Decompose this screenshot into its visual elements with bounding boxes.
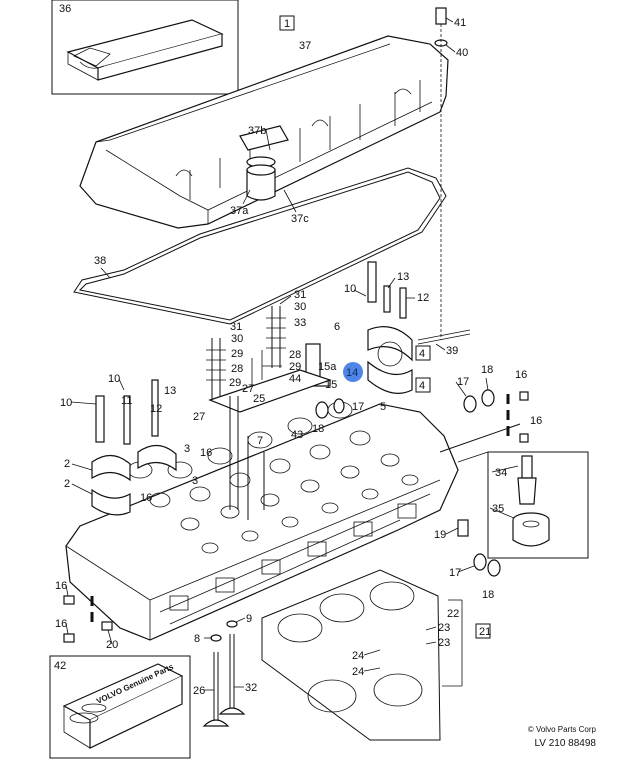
label-43: 43 <box>291 429 303 441</box>
rocker-assembly <box>206 306 332 413</box>
label-21: 21 <box>479 626 491 638</box>
label-15: 15 <box>325 379 337 391</box>
label-36: 36 <box>59 3 71 15</box>
label-2b: 2 <box>64 478 70 490</box>
oil-filler-cap-37a <box>246 156 276 201</box>
label-23b: 23 <box>438 637 450 649</box>
label-41: 41 <box>454 17 466 29</box>
diagram-reference-number: LV 210 88498 <box>534 738 596 749</box>
label-23a: 23 <box>438 622 450 634</box>
label-32: 32 <box>245 682 257 694</box>
label-44: 44 <box>289 373 301 385</box>
leader-lines <box>65 17 519 691</box>
label-20: 20 <box>106 639 118 651</box>
bolt-41-washer-40 <box>434 7 448 340</box>
label-35: 35 <box>492 503 504 515</box>
injectors-left <box>95 379 159 445</box>
label-31a: 31 <box>294 289 306 301</box>
kit-36-inset <box>51 0 239 95</box>
nozzle-sleeve-inset <box>457 451 589 559</box>
label-13b: 13 <box>164 385 176 397</box>
label-18b: 18 <box>312 423 324 435</box>
label-29b: 29 <box>229 377 241 389</box>
label-16d: 16 <box>140 492 152 504</box>
label-15a: 15a <box>318 361 337 373</box>
label-10c: 10 <box>60 397 72 409</box>
label-40: 40 <box>456 47 468 59</box>
label-42: 42 <box>54 660 66 672</box>
label-30b: 30 <box>231 333 243 345</box>
label-17b: 17 <box>352 401 364 413</box>
plugs-16-pin-20 <box>63 595 113 643</box>
label-26: 26 <box>193 685 205 697</box>
label-4b: 4 <box>419 380 425 392</box>
valves-26-32 <box>202 620 246 727</box>
label-9: 9 <box>246 613 252 625</box>
label-16f: 16 <box>55 618 67 630</box>
label-18c: 18 <box>482 589 494 601</box>
label-12b: 12 <box>150 403 162 415</box>
highlight-marker-14[interactable] <box>343 362 363 382</box>
part-labels: 36 1 41 40 37 37b 37a 37c 38 31 30 33 31… <box>54 3 542 697</box>
label-11: 11 <box>121 395 132 407</box>
label-22: 22 <box>447 608 459 620</box>
label-16b: 16 <box>530 415 542 427</box>
kit-42-inset: VOLVO Genuine Parts <box>49 655 191 759</box>
label-39: 39 <box>446 345 458 357</box>
label-24b: 24 <box>352 666 364 678</box>
label-2a: 2 <box>64 458 70 470</box>
label-17c: 17 <box>449 567 461 579</box>
label-37a: 37a <box>230 205 249 217</box>
label-33: 33 <box>294 317 306 329</box>
gasket-38 <box>73 167 447 325</box>
copyright-text: © Volvo Parts Corp <box>527 725 596 734</box>
label-3a: 3 <box>184 443 190 455</box>
label-28b: 28 <box>289 349 301 361</box>
bearing-caps-2-3 <box>91 444 177 516</box>
label-31b: 31 <box>230 321 242 333</box>
label-19: 19 <box>434 529 446 541</box>
label-34: 34 <box>495 467 507 479</box>
label-16c: 16 <box>200 447 212 459</box>
seal-plugs-17-18 <box>315 389 529 577</box>
label-18a: 18 <box>481 364 493 376</box>
label-28a: 28 <box>231 363 243 375</box>
head-gasket <box>261 569 463 741</box>
label-30a: 30 <box>294 301 306 313</box>
label-14: 14 <box>346 367 358 379</box>
label-38: 38 <box>94 255 106 267</box>
label-27a: 27 <box>242 383 254 395</box>
bearing-cap-14 <box>367 326 413 394</box>
label-24a: 24 <box>352 650 364 662</box>
label-37: 37 <box>299 40 311 52</box>
push-rods-7 <box>229 396 265 520</box>
label-8: 8 <box>194 633 200 645</box>
label-1: 1 <box>284 18 290 30</box>
label-10a: 10 <box>344 283 356 295</box>
label-3b: 3 <box>192 475 198 487</box>
label-5: 5 <box>380 401 386 413</box>
label-6: 6 <box>334 321 340 333</box>
label-16a: 16 <box>515 369 527 381</box>
valve-cover-37 <box>79 35 449 229</box>
label-4a: 4 <box>419 348 425 360</box>
label-27b: 27 <box>193 411 205 423</box>
label-29a: 29 <box>231 348 243 360</box>
injectors-upper <box>367 261 471 345</box>
label-10b: 10 <box>108 373 120 385</box>
cylinder-head <box>65 401 459 641</box>
label-17a: 17 <box>457 376 469 388</box>
label-12: 12 <box>417 292 429 304</box>
label-13a: 13 <box>397 271 409 283</box>
label-25: 25 <box>253 393 265 405</box>
label-7: 7 <box>257 435 263 447</box>
label-16e: 16 <box>55 580 67 592</box>
label-29c: 29 <box>289 361 301 373</box>
label-37c: 37c <box>291 213 309 225</box>
label-37b: 37b <box>248 125 266 137</box>
